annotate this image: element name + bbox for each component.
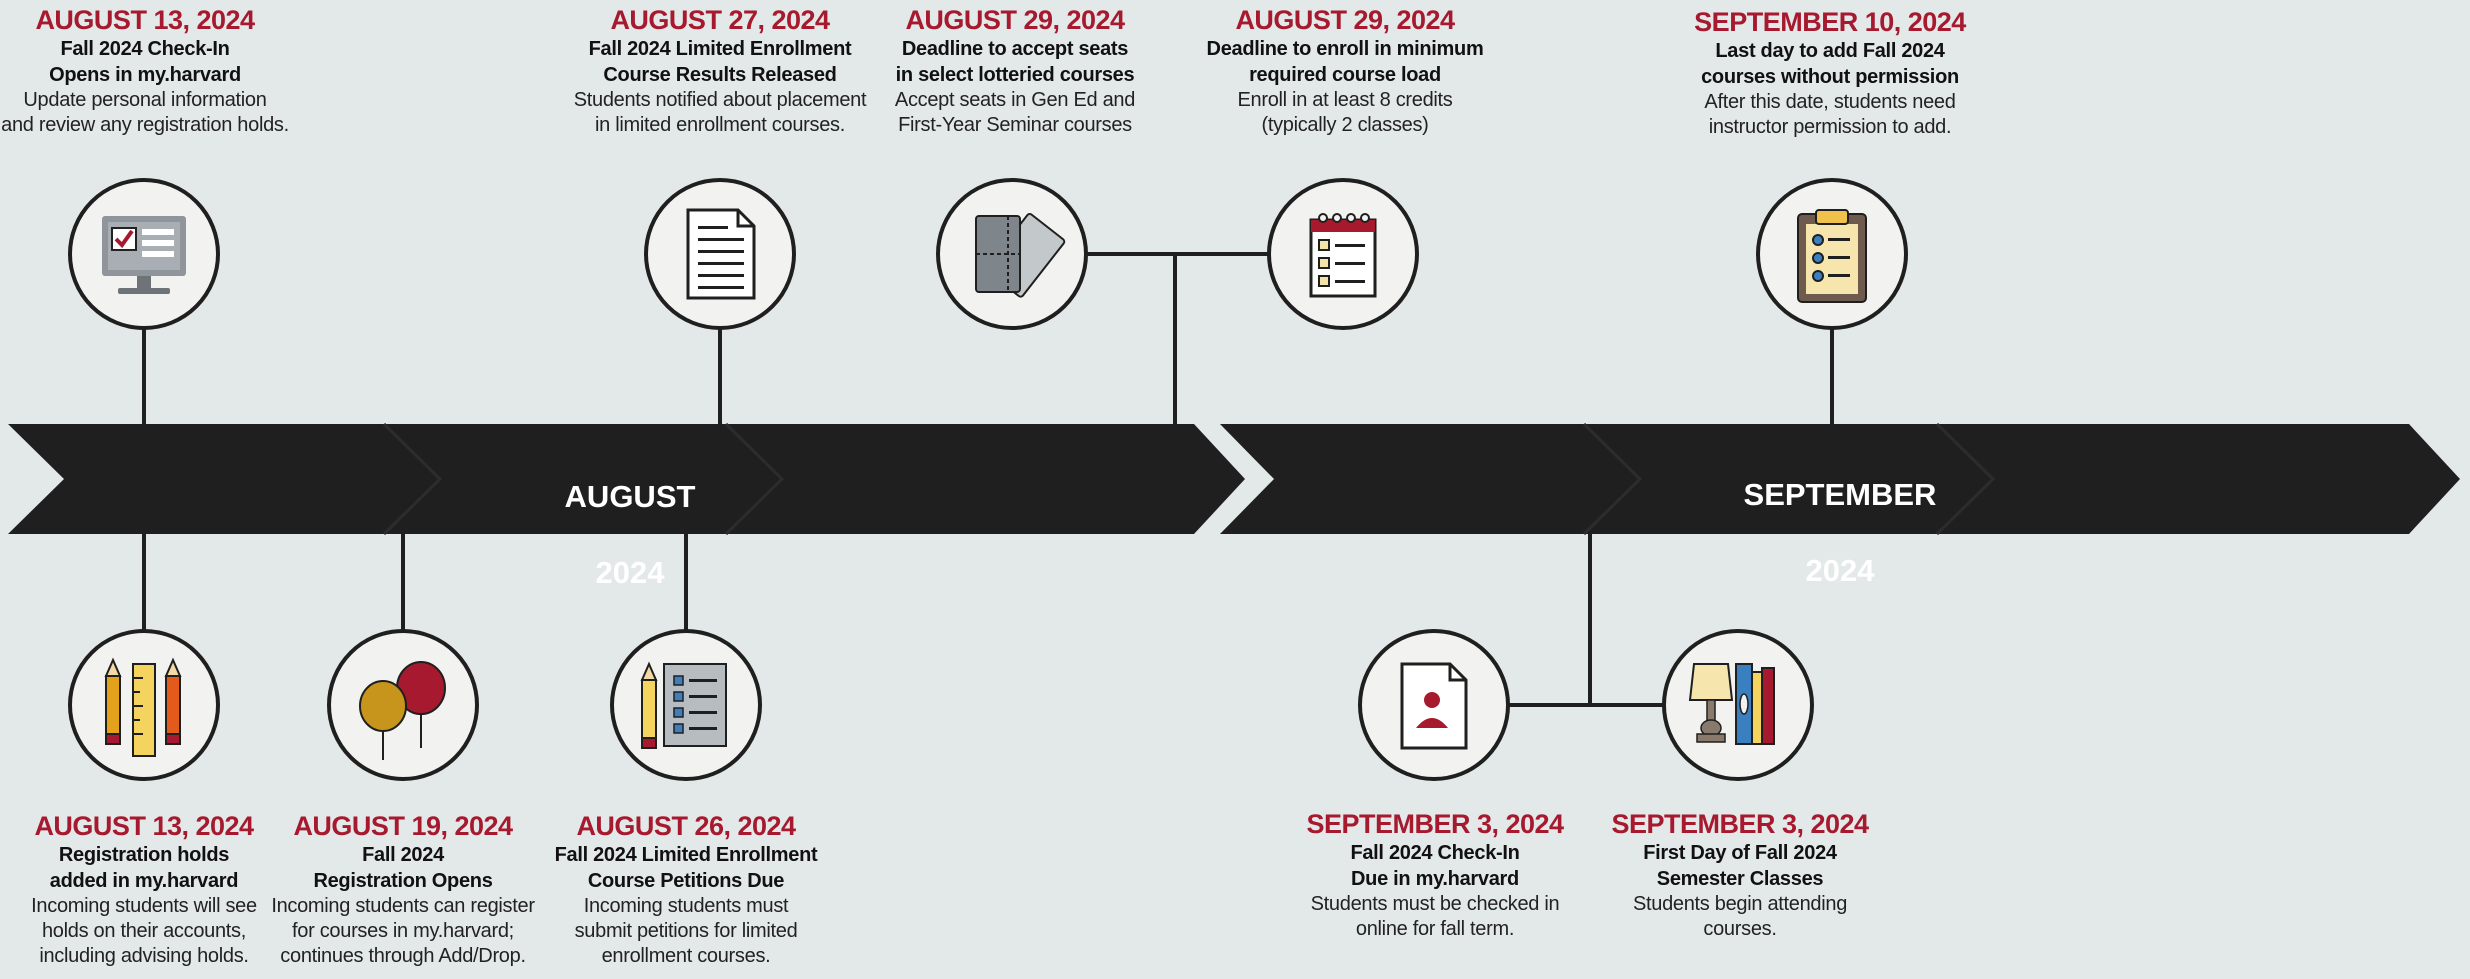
event-date: SEPTEMBER 10, 2024 (1694, 7, 1966, 37)
event-date: AUGUST 29, 2024 (1235, 5, 1455, 35)
event-title: Registration holds added in my.harvard (49, 844, 239, 892)
timeline-bar-august (8, 422, 1245, 536)
event-date: AUGUST 27, 2024 (610, 5, 830, 35)
event-description: Incoming students must submit petitions … (574, 895, 798, 967)
balloons-icon (327, 629, 479, 781)
event-minimum-course-load-deadline: AUGUST 29, 2024 Deadline to enroll in mi… (1195, 4, 1495, 138)
event-title: First Day of Fall 2024 Semester Classes (1643, 842, 1837, 890)
month-year: 2024 (595, 555, 665, 590)
event-description: Students begin attending courses. (1632, 893, 1848, 940)
event-description: Incoming students will see holds on thei… (31, 895, 257, 967)
event-date: SEPTEMBER 3, 2024 (1306, 809, 1564, 839)
timeline-bar-september (1220, 422, 2460, 536)
event-description: Incoming students can register for cours… (271, 895, 535, 967)
event-date: AUGUST 13, 2024 (34, 811, 254, 841)
month-year: 2024 (1805, 553, 1875, 588)
event-registration-holds: AUGUST 13, 2024 Registration holds added… (14, 810, 274, 969)
event-date: AUGUST 19, 2024 (293, 811, 513, 841)
month-name: AUGUST (564, 479, 696, 514)
event-title: Fall 2024 Limited Enrollment Course Resu… (588, 38, 852, 86)
event-description: Accept seats in Gen Ed and First-Year Se… (894, 89, 1136, 136)
event-title: Deadline to accept seats in select lotte… (895, 38, 1135, 86)
lamp-books-icon (1662, 629, 1814, 781)
person-document-icon (1358, 629, 1510, 781)
event-description: Students must be checked in online for f… (1310, 893, 1560, 940)
event-registration-opens: AUGUST 19, 2024 Fall 2024 Registration O… (268, 810, 538, 969)
event-accept-seats-deadline: AUGUST 29, 2024 Deadline to accept seats… (880, 4, 1150, 138)
event-date: AUGUST 26, 2024 (576, 811, 796, 841)
event-description: Update personal information and review a… (1, 89, 289, 136)
event-date: SEPTEMBER 3, 2024 (1611, 809, 1869, 839)
event-description: Students notified about placement in lim… (573, 89, 867, 136)
event-first-day-of-classes: SEPTEMBER 3, 2024 First Day of Fall 2024… (1600, 808, 1880, 942)
event-last-day-to-add: SEPTEMBER 10, 2024 Last day to add Fall … (1690, 6, 1970, 140)
document-icon (644, 178, 796, 330)
event-title: Fall 2024 Limited Enrollment Course Peti… (554, 844, 818, 892)
event-title: Fall 2024 Registration Opens (313, 844, 493, 892)
connector-lines (142, 252, 1834, 707)
month-name: SEPTEMBER (1743, 477, 1937, 512)
pencils-ruler-icon (68, 629, 220, 781)
event-date: AUGUST 29, 2024 (905, 5, 1125, 35)
calendar-checklist-icon (1267, 178, 1419, 330)
month-label-september: SEPTEMBER 2024 (1730, 438, 1950, 628)
event-date: AUGUST 13, 2024 (35, 5, 255, 35)
event-description: Enroll in at least 8 credits (typically … (1237, 89, 1453, 136)
event-title: Deadline to enroll in minimum required c… (1206, 38, 1484, 86)
event-title: Fall 2024 Check-In Opens in my.harvard (49, 38, 241, 86)
event-limited-enrollment-results: AUGUST 27, 2024 Fall 2024 Limited Enroll… (560, 4, 880, 138)
event-checkin-due: SEPTEMBER 3, 2024 Fall 2024 Check-In Due… (1290, 808, 1580, 942)
computer-checklist-icon (68, 178, 220, 330)
pencil-list-icon (610, 629, 762, 781)
event-checkin-opens: AUGUST 13, 2024 Fall 2024 Check-In Opens… (0, 4, 290, 138)
event-description: After this date, students need instructo… (1704, 91, 1956, 138)
month-label-august: AUGUST 2024 (520, 440, 740, 630)
event-title: Last day to add Fall 2024 courses withou… (1701, 40, 1959, 88)
clipboard-icon (1756, 178, 1908, 330)
tickets-icon (936, 178, 1088, 330)
event-petitions-due: AUGUST 26, 2024 Fall 2024 Limited Enroll… (540, 810, 832, 969)
event-title: Fall 2024 Check-In Due in my.harvard (1350, 842, 1520, 890)
